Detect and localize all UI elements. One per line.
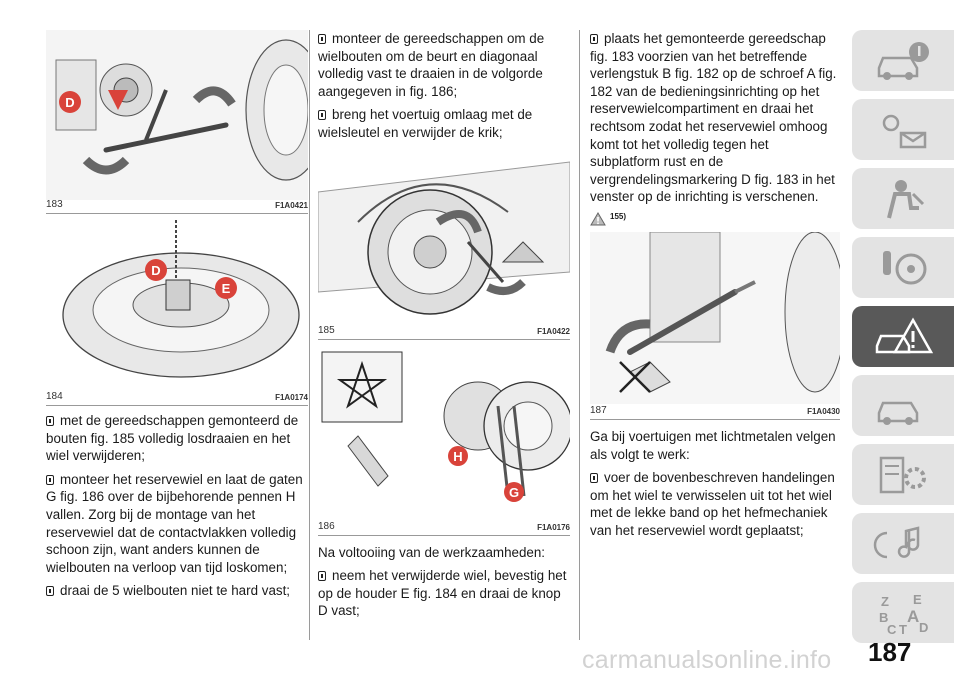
figure-184: D E 184 F1A0174 <box>46 220 308 406</box>
emergency-icon <box>875 316 933 353</box>
figure-186: H G 186 F1A0176 <box>318 345 570 536</box>
tab-starting-driving[interactable] <box>852 237 954 298</box>
label-d-marker <box>145 259 167 281</box>
tab-car-info[interactable] <box>852 30 954 91</box>
safety-seat-icon <box>887 179 925 218</box>
warning-triangle-icon <box>590 211 606 226</box>
tab-maintenance[interactable] <box>852 375 954 436</box>
label-h-marker <box>448 445 468 466</box>
warning-ref-text: 155) <box>610 211 627 221</box>
figure-code: F1A0174 <box>275 393 308 402</box>
step-raise-spare: plaats het gemonteerde gereedschap fig. … <box>590 30 840 206</box>
bullet-icon <box>46 586 54 597</box>
tab-technical-data[interactable] <box>852 444 954 505</box>
step-tighten-bolts: draai de 5 wielbouten niet te hard vast; <box>46 582 308 600</box>
tab-index[interactable]: Z E B A C T D <box>852 582 954 643</box>
figure-185: 185 F1A0422 <box>318 151 570 340</box>
tab-multimedia[interactable] <box>852 513 954 574</box>
figure-number: 183 <box>46 199 63 210</box>
figure-183-illustration: D <box>46 30 308 200</box>
figure-code: F1A0430 <box>807 406 840 416</box>
light-alloy-intro: Ga bij voertuigen met lichtmetalen velge… <box>590 428 836 462</box>
warning-reference: 155) <box>590 212 840 226</box>
figure-number: 186 <box>318 520 335 532</box>
watermark: carmanualsonline.info <box>582 646 832 674</box>
label-d: D <box>65 95 74 110</box>
tab-emergency[interactable] <box>852 306 954 367</box>
label-d: D <box>151 263 160 278</box>
index-letter: Z <box>881 594 889 609</box>
step-text: monteer de gereedschappen om de wielbout… <box>318 31 545 99</box>
column-2: monteer de gereedschappen om de wielbout… <box>318 30 570 620</box>
figure-code: F1A0176 <box>537 522 570 532</box>
figure-186-illustration: H G <box>318 345 570 520</box>
step-mount-spare: monteer het reservewiel en laat de gaten… <box>46 471 308 577</box>
index-letter: C <box>887 622 897 636</box>
dashboard-lights-icon <box>882 114 927 148</box>
chapter-tabs: Z E B A C T D <box>852 30 956 651</box>
figure-183: D 183 F1A0421 <box>46 30 308 214</box>
step-text: voer de bovenbeschreven handelingen om h… <box>590 470 835 538</box>
figure-number: 187 <box>590 404 607 416</box>
figure-number: 184 <box>46 391 63 402</box>
column-1: D 183 F1A0421 D E 184 F1A0174 met de ger… <box>46 30 308 600</box>
bullet-icon <box>318 110 326 121</box>
label-e: E <box>222 281 231 296</box>
figure-187: 187 F1A0430 <box>590 231 840 420</box>
step-remove-wheel: met de gereedschappen gemonteerd de bout… <box>46 412 308 465</box>
tab-dashboard-lights[interactable] <box>852 99 954 160</box>
bullet-icon <box>46 416 54 426</box>
index-icon: Z E B A C T D <box>879 592 928 636</box>
maintenance-icon <box>877 401 919 425</box>
label-g: G <box>509 485 519 500</box>
technical-data-icon <box>879 456 926 493</box>
step-text: met de gereedschappen gemonteerd de bout… <box>46 413 299 464</box>
figure-code: F1A0422 <box>537 326 570 336</box>
index-letter: T <box>899 622 907 636</box>
step-text: monteer het reservewiel en laat de gaten… <box>46 471 303 575</box>
step-tighten-diagonal: monteer de gereedschappen om de wielbout… <box>318 30 570 100</box>
bullet-icon <box>318 34 326 44</box>
index-letter: D <box>919 620 928 635</box>
after-work-heading: Na voltooiing van de werkzaamheden: <box>318 544 546 560</box>
index-letter: B <box>879 610 888 625</box>
step-stow-wheel: neem het verwijderde wiel, bevestig het … <box>318 567 570 620</box>
figure-code: F1A0421 <box>275 201 308 210</box>
bullet-icon <box>46 474 54 485</box>
step-text: neem het verwijderde wiel, bevestig het … <box>318 568 567 619</box>
label-h: H <box>453 449 462 464</box>
starting-driving-icon <box>883 250 927 284</box>
page-number: 187 <box>868 637 912 667</box>
label-d-marker <box>59 91 81 113</box>
step-light-alloy: voer de bovenbeschreven handelingen om h… <box>590 469 840 539</box>
multimedia-icon <box>873 525 920 558</box>
tab-safety[interactable] <box>852 168 954 229</box>
column-divider <box>309 30 310 640</box>
column-divider <box>579 30 580 640</box>
figure-184-illustration: D E <box>46 220 308 390</box>
index-letter: E <box>913 592 922 607</box>
label-g-marker <box>504 481 524 502</box>
label-e-marker <box>215 277 237 299</box>
column-3: plaats het gemonteerde gereedschap fig. … <box>590 30 840 540</box>
bullet-icon <box>590 34 598 44</box>
figure-number: 185 <box>318 324 335 336</box>
index-letter: A <box>907 607 919 626</box>
bullet-icon <box>590 473 598 484</box>
step-lower-vehicle: breng het voertuig omlaag met de wielsle… <box>318 106 570 141</box>
step-text: breng het voertuig omlaag met de wielsle… <box>318 107 533 140</box>
bullet-icon <box>318 571 326 582</box>
step-text: plaats het gemonteerde gereedschap fig. … <box>590 31 837 205</box>
car-info-icon <box>877 41 929 80</box>
figure-187-illustration <box>590 231 840 404</box>
step-text: draai de 5 wielbouten niet te hard vast; <box>60 583 291 599</box>
figure-185-illustration <box>318 151 570 324</box>
